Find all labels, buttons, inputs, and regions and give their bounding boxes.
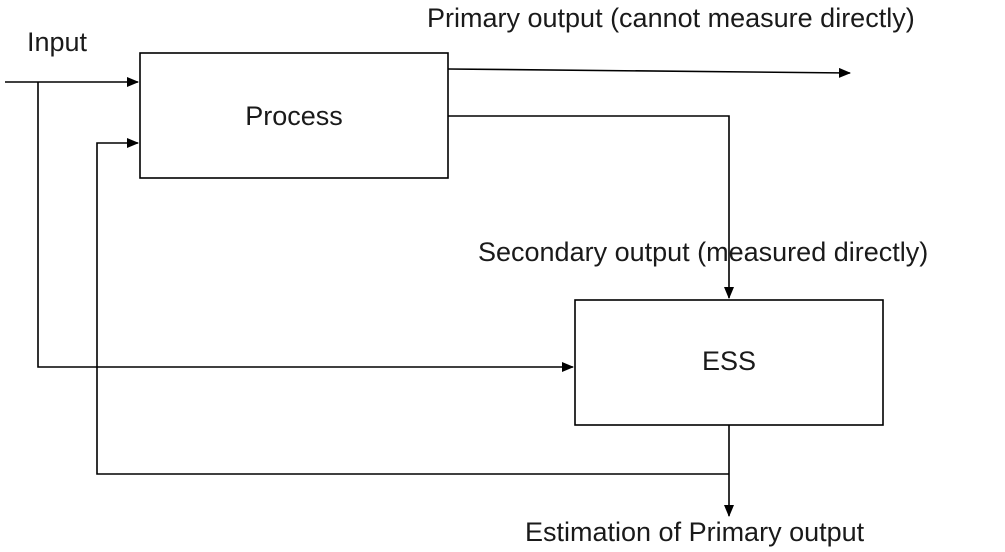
- input-label: Input: [27, 27, 88, 57]
- feedback-arrow: [96, 138, 729, 475]
- process-block: [139, 52, 449, 179]
- process-block-label: Process: [245, 101, 343, 131]
- input-to-ess-arrow: [37, 82, 574, 372]
- ess-block-label: ESS: [701, 346, 757, 376]
- secondary-output-arrow: [448, 115, 734, 299]
- primary-output-arrow: [447, 67, 851, 78]
- primary-output-label: Primary output (cannot measure directly): [427, 3, 915, 33]
- estimation-label: Estimation of Primary output: [525, 517, 865, 547]
- ess-block: [574, 299, 884, 426]
- secondary-output-label: Secondary output (measured directly): [478, 237, 929, 267]
